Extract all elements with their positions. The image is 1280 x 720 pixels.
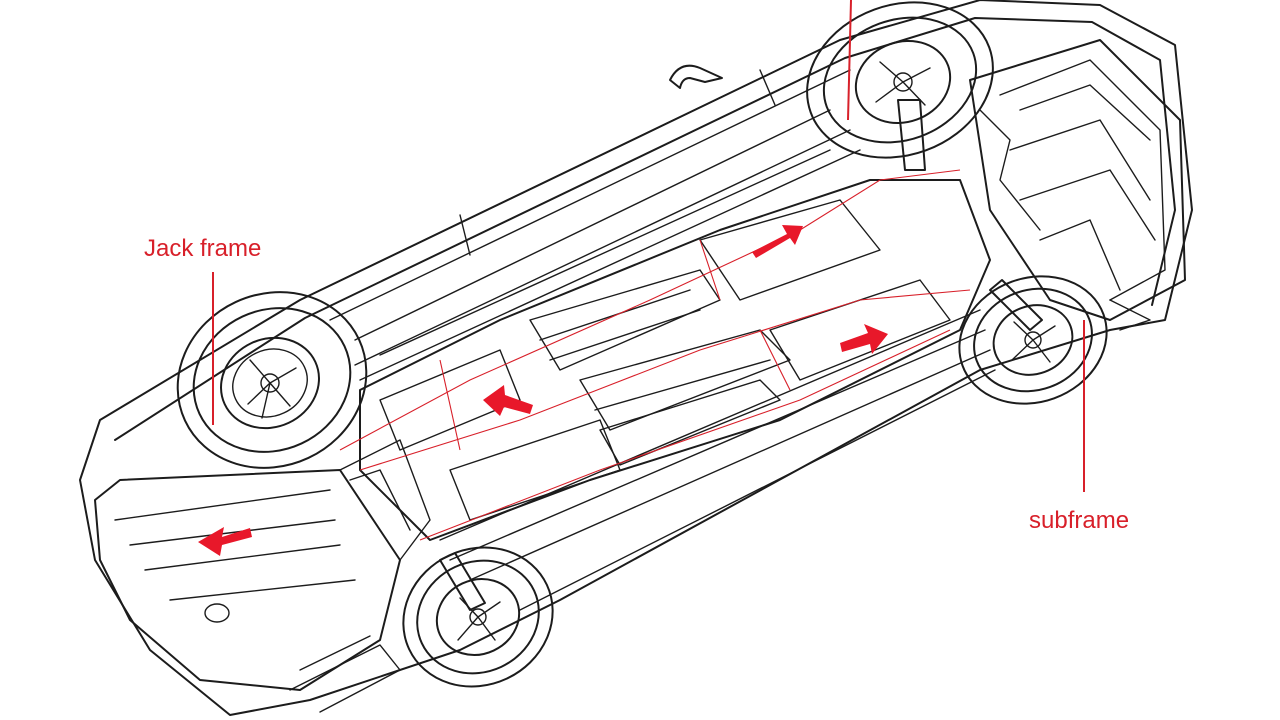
subframe-label: subframe xyxy=(1029,507,1130,534)
wheel-front-left xyxy=(806,1,994,171)
arrow-icon xyxy=(198,527,252,556)
rear-section xyxy=(94,439,431,713)
jack-frame-label: Jack frame xyxy=(144,235,262,262)
front-section xyxy=(969,39,1186,331)
wheel-rear-right xyxy=(402,546,554,688)
wheel-rear-left xyxy=(176,291,368,469)
arrow-icon xyxy=(752,225,803,258)
arrow-icon xyxy=(483,385,533,416)
arrow-icon xyxy=(840,324,888,354)
wheel-front-right xyxy=(958,275,1108,405)
frame-rails xyxy=(339,169,971,541)
car-body xyxy=(79,0,1193,716)
top-leader-line xyxy=(847,0,852,121)
underbody-panels xyxy=(354,129,996,611)
